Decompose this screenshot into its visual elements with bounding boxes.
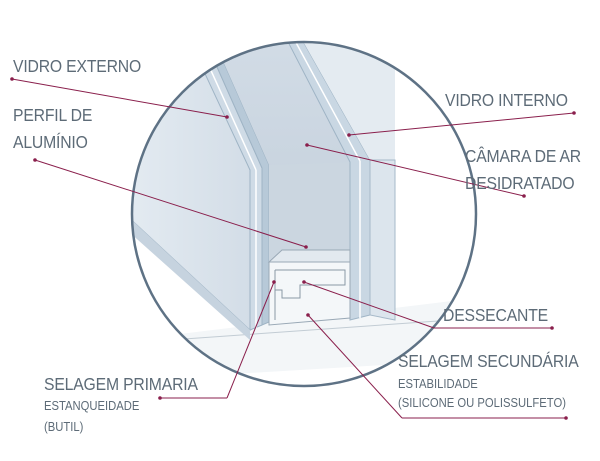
leader-dots	[10, 77, 576, 420]
label-perfil-line1: PERFIL DE	[13, 105, 93, 125]
label-camara-line2: DESIDRATADO	[465, 173, 575, 193]
label-secundaria-sub2: (SILICONE OU POLISSULFETO)	[398, 396, 566, 410]
label-perfil-line2: ALUMÍNIO	[13, 132, 88, 152]
label-vidro-interno: VIDRO INTERNO	[445, 90, 568, 110]
leader-lines	[11, 78, 575, 419]
desiccant-channel	[275, 269, 346, 299]
magnifier-circle	[130, 40, 478, 388]
label-camara-line1: CÂMARA DE AR	[465, 146, 582, 166]
label-vidro-externo: VIDRO EXTERNO	[13, 56, 142, 76]
leader-perfil	[34, 159, 307, 248]
leader-secundaria	[307, 314, 403, 419]
leader-dessecante	[303, 281, 435, 329]
label-primaria-sub1: ESTANQUEIDADE	[44, 399, 140, 413]
label-selagem-primaria: SELAGEM PRIMARIA	[44, 374, 198, 394]
leader-primaria	[226, 281, 275, 399]
leader-vidro-interno	[348, 112, 575, 136]
leader-vidro-externo	[11, 78, 228, 118]
label-selagem-secundaria: SELAGEM SECUNDÁRIA	[398, 351, 579, 371]
label-primaria-sub2: (BUTIL)	[44, 420, 84, 434]
label-dessecante: DESSECANTE	[443, 305, 548, 325]
leader-camara	[306, 144, 525, 197]
label-secundaria-sub1: ESTABILIDADE	[398, 377, 478, 391]
